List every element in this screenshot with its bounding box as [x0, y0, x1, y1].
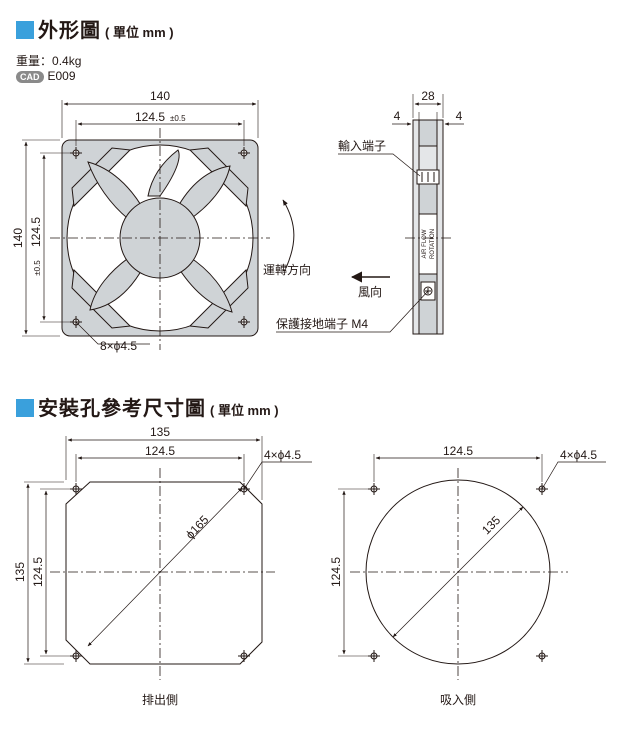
ground-label: 保護接地端子 M4: [276, 316, 368, 331]
label-plate: [418, 213, 438, 275]
exhaust-caption: 排出側: [142, 693, 178, 707]
holes-label: 8×ϕ4.5: [100, 339, 137, 353]
weight-label: 重量: [16, 54, 41, 68]
exhaust-dim-width: 135: [150, 425, 170, 439]
exhaust-view: [24, 436, 312, 680]
exhaust-dim-height: 135: [13, 562, 27, 582]
front-view: [22, 100, 295, 350]
section-title: 外形圖: [38, 20, 101, 42]
dim-flange-right: 4: [456, 109, 463, 123]
cutout-outline: [65, 481, 263, 665]
section-title: 安裝孔參考尺寸圖: [38, 398, 206, 420]
plate-text-airflow: AIR FLOW: [422, 229, 428, 258]
section-header-outline: 外形圖 ( 單位 mm ): [16, 14, 174, 43]
exhaust-dim-vpitch: 124.5: [31, 557, 45, 587]
fan-blades: [87, 149, 233, 313]
exhaust-holes: 4×ϕ4.5: [264, 448, 301, 462]
section-marker-icon: [16, 21, 34, 39]
cad-badge[interactable]: CAD: [16, 71, 44, 83]
section-unit: ( 單位 mm ): [105, 25, 174, 40]
exhaust-dim-pitch: 124.5: [145, 444, 175, 458]
rotation-label: 運轉方向: [263, 262, 311, 277]
section-header-mounting: 安裝孔參考尺寸圖 ( 單位 mm ): [16, 392, 279, 421]
plate-text-rotation: ROTATION: [430, 229, 436, 259]
section-marker-icon: [16, 399, 34, 417]
intake-holes: 4×ϕ4.5: [560, 448, 597, 462]
intake-caption: 吸入側: [440, 693, 476, 707]
dim-width-140: 140: [150, 89, 170, 103]
dim-pitch-124: 124.5: [135, 110, 165, 124]
dim-vpitch-124: 124.5: [29, 217, 43, 247]
dim-flange-left: 4: [394, 109, 401, 123]
intake-dim-pitch: 124.5: [443, 444, 473, 458]
section-unit: ( 單位 mm ): [210, 403, 279, 418]
dim-pitch-tol: ±0.5: [170, 114, 186, 123]
airflow-label: 風向: [358, 284, 382, 299]
cad-code[interactable]: E009: [47, 69, 76, 83]
intake-dim-vpitch: 124.5: [329, 557, 343, 587]
side-view: [276, 94, 464, 335]
weight-line: 重量：0.4kg: [16, 54, 82, 68]
terminal-label: 輸入端子: [338, 138, 386, 153]
dim-depth-28: 28: [421, 89, 435, 103]
intake-view: [338, 454, 606, 680]
dim-vpitch-tol: ±0.5: [33, 260, 42, 276]
weight-value: 0.4kg: [52, 54, 82, 68]
dim-height-140: 140: [11, 228, 25, 248]
